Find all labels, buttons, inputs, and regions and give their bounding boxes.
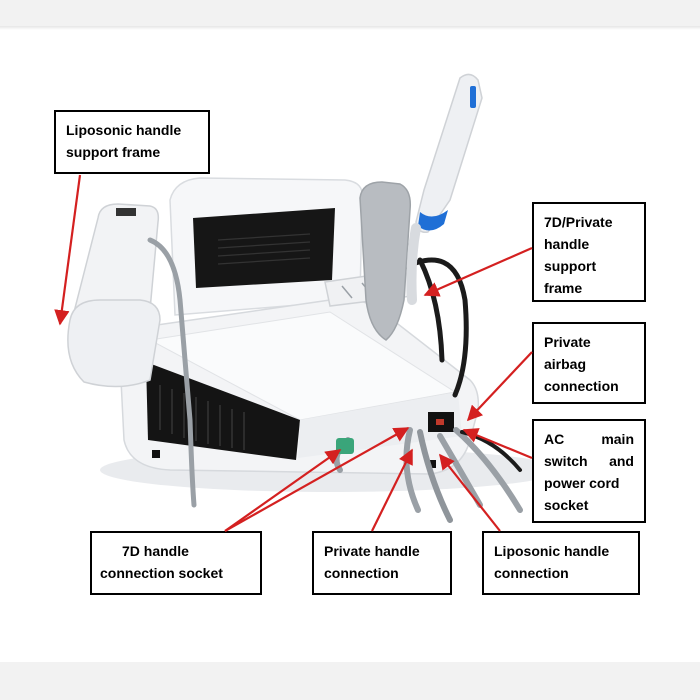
callout-ac-switch: AC main switch and power cord socket	[532, 419, 646, 523]
back-vent-panel	[193, 208, 335, 288]
device-foot-left	[152, 450, 160, 458]
socket-connector	[336, 438, 354, 454]
callout-line: socket	[544, 497, 589, 513]
callout-7d-private-frame: 7D/Private handle support frame	[532, 202, 646, 302]
callout-line: 7D/Private	[544, 214, 613, 230]
callout-line: switch and	[544, 453, 634, 469]
liposonic-support-frame	[67, 299, 161, 388]
callout-liposonic-support-frame: Liposonic handle support frame	[54, 110, 210, 174]
callout-line: connection socket	[100, 565, 223, 581]
back-vent-slots	[217, 233, 311, 265]
liposonic-cable	[147, 237, 197, 508]
callout-line: connection	[544, 378, 619, 394]
callout-line: airbag	[544, 356, 587, 372]
liposonic-handle-slot	[116, 208, 136, 216]
black-handle-cable-b	[417, 257, 445, 363]
callout-line: power cord	[544, 475, 620, 491]
callout-private-connection: Private handle connection	[312, 531, 452, 595]
callout-7d-socket: 7D handle connection socket	[90, 531, 262, 595]
power-switch-indicator	[436, 419, 444, 425]
callout-line: Private	[544, 334, 591, 350]
callout-line: AC main	[544, 431, 634, 447]
callout-line: connection	[494, 565, 569, 581]
7d-handle-tip-mark	[470, 86, 476, 108]
top-frame-band	[0, 0, 700, 26]
top-frame-shadow	[0, 26, 700, 30]
bottom-frame-band	[0, 662, 700, 700]
device-foot-right	[428, 460, 436, 468]
callout-line: connection	[324, 565, 399, 581]
callout-line: frame	[544, 280, 583, 296]
7d-handle-stem	[406, 223, 421, 305]
callout-line: 7D handle	[122, 543, 189, 559]
callout-line: handle	[544, 236, 590, 252]
callout-line: support frame	[66, 144, 161, 160]
callout-line: Liposonic handle	[66, 122, 182, 138]
callout-private-airbag: Private airbag connection	[532, 322, 646, 404]
callout-line: Private handle	[324, 543, 420, 559]
callout-liposonic-connection: Liposonic handle connection	[482, 531, 640, 595]
callout-line: support	[544, 258, 597, 274]
callout-line: Liposonic handle	[494, 543, 610, 559]
gray-handle	[359, 181, 412, 341]
7d-handle-ring	[418, 210, 448, 231]
